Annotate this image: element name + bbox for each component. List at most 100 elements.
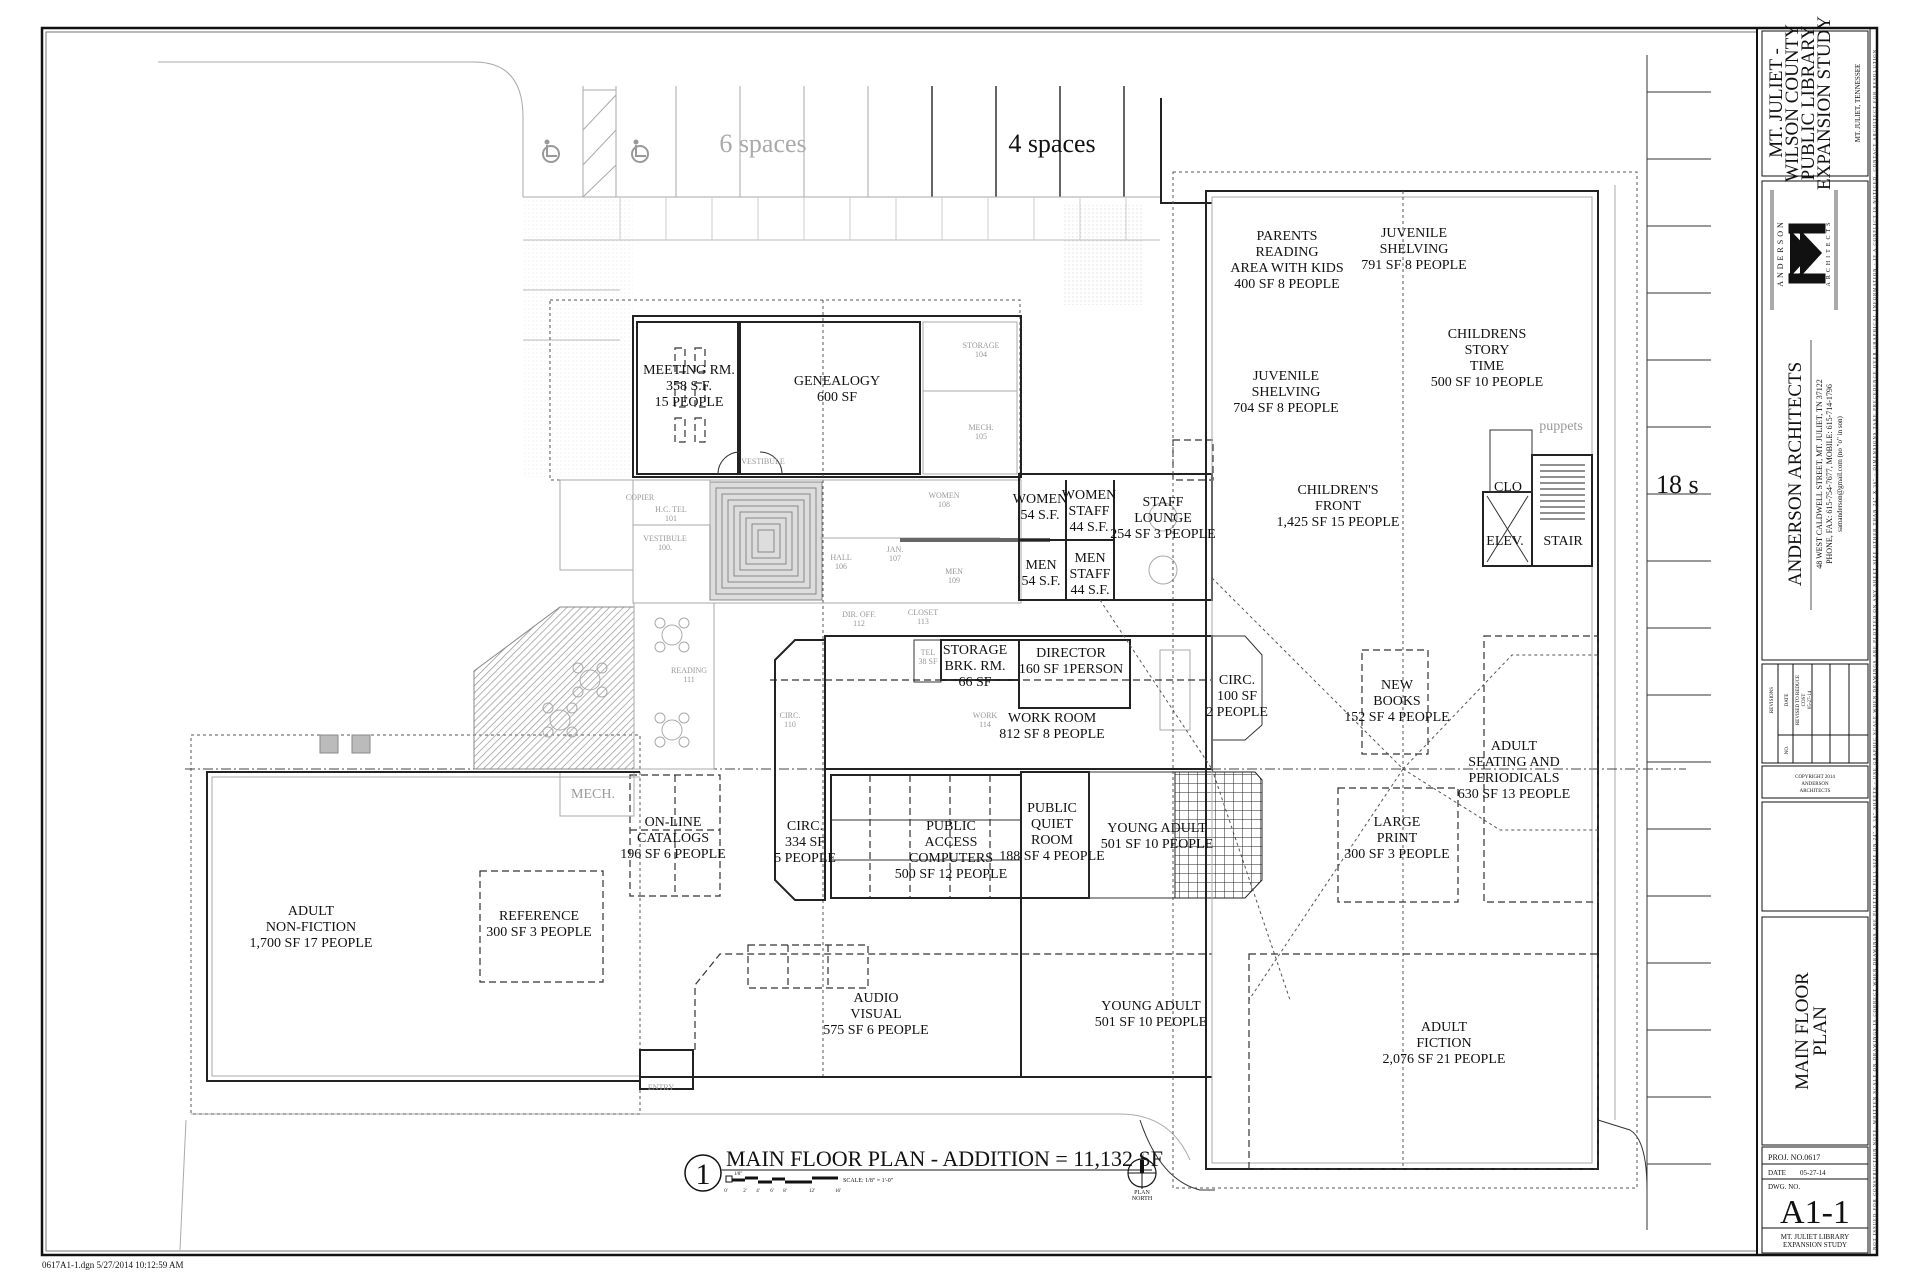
plot-stamp: 0617A1-1.dgn 5/27/2014 10:12:59 AM [42,1260,184,1270]
room-label-circ-100: CIRC.100 SF2 PEOPLE [1206,673,1268,720]
north-block [549,299,1022,1077]
title-block: MT. JULIET - WILSON COUNTY PUBLIC LIBRAR… [1761,16,1878,1255]
room-label-line: 196 SF 6 PEOPLE [620,847,725,862]
room-label-dir-off-112: DIR. OFF.112 [842,610,876,628]
copyright-line: ANDERSON [1801,782,1829,787]
room-label-line: NON-FICTION [266,920,356,935]
sheet-title-line: MAIN FLOOR [1792,972,1813,1090]
room-label-line: 100. [658,543,672,552]
firm-phone: PHONE, FAX: 615-754-7677, MOBILE: 615-71… [1825,384,1834,564]
room-label-line: STAFF [1143,495,1184,510]
scale-tick-label: 4' [756,1189,760,1194]
room-label-line: CIRC. [780,711,801,720]
date-label: DATE [1768,1169,1786,1177]
copyright-line: ARCHITECTS [1800,789,1831,794]
room-label-line: STORAGE [963,341,1000,350]
date-value: 05-27-14 [1800,1169,1826,1177]
room-label-line: 1,700 SF 17 PEOPLE [250,936,373,951]
room-label-line: VESTIBULE [643,534,687,543]
room-label-line: BOOKS [1373,694,1420,709]
room-label-line: 5 PEOPLE [774,851,836,866]
room-label-line: LARGE [1374,815,1421,830]
project-title-line: WILSON COUNTY [1782,24,1803,182]
room-label-line: AUDIO [853,991,898,1006]
sheet-title-line: PLAN [1810,1006,1831,1056]
room-label-line: puppets [1539,419,1583,434]
svg-text:DATE: DATE [1785,694,1790,707]
room-label-line: 54 S.F. [1021,508,1060,523]
room-label-line: WORK ROOM [1008,711,1097,726]
room-label-line: NEW [1381,678,1414,693]
room-label-line: 106 [835,562,847,571]
revisions-table: REVISIONS DATE NO. REVISED TO REDUCE COS… [1761,663,1869,764]
room-label-mech: MECH. [571,787,615,802]
room-label-line: MEN [1025,558,1056,573]
firm-address: 48 WEST CALDWELL STREET, MT. JULIET, TN … [1815,379,1824,568]
right-spaces-label: 18 s [1656,470,1699,499]
room-label-line: JAN. [887,545,904,554]
north-letter: N [1140,1154,1144,1159]
room-label-line: 44 S.F. [1071,583,1110,598]
drawing-number-value: A1-1 [1780,1194,1850,1231]
room-label-line: 110 [784,720,796,729]
room-label-line: 109 [948,576,960,585]
scale-tick-label: 8' [783,1189,787,1194]
graphic-scale-bar: 1/8" 0'2'4'6'8'12'16' [724,1172,841,1194]
room-label-line: 66 SF [958,675,991,690]
room-label-line: BRK. RM. [944,659,1005,674]
room-label-mech-105: MECH.105 [968,423,993,441]
room-label-line: 112 [853,619,865,628]
adult-wing [206,734,1212,1090]
svg-text:REVISIONS: REVISIONS [1770,687,1775,713]
firm-name: ANDERSON ARCHITECTS [1785,362,1806,586]
room-label-line: STORY [1465,343,1510,358]
room-label-line: CIRC. [1219,673,1255,688]
room-label-line: 15 PEOPLE [655,395,724,410]
room-label-line: 44 S.F. [1070,520,1109,535]
room-label-meeting-room: MEETING RM.358 S.F.15 PEOPLE [643,363,735,410]
room-label-line: ELEV. [1486,534,1523,549]
parking-lot-top: 6 spaces 4 spaces [158,61,1212,477]
room-label-line: 101 [665,514,677,523]
work-area [770,635,1263,901]
room-label-line: 114 [979,720,991,729]
site-boundary [190,734,641,1115]
six-spaces-label: 6 spaces [719,129,806,158]
room-label-line: 254 SF 3 PEOPLE [1110,527,1215,542]
room-label-line: ROOM [1031,833,1074,848]
scale-tick-label: 16' [835,1189,841,1194]
copyright-line: COPYRIGHT 2014 [1795,775,1835,780]
room-label-line: 600 SF [817,390,857,405]
room-label-line: ON-LINE [645,815,702,830]
svg-text:NO.: NO. [1785,746,1790,754]
svg-text:COST: COST [1802,694,1807,707]
room-label-line: 501 SF 10 PEOPLE [1101,837,1213,852]
room-label-line: DIR. OFF. [842,610,876,619]
room-label-line: MECH. [968,423,993,432]
room-label-line: DIRECTOR [1036,646,1106,661]
scale-unit: 1/8" [734,1172,742,1177]
room-label-line: JUVENILE [1253,369,1319,384]
scale-label: SCALE: 1/8" = 1'-0" [843,1178,894,1184]
firm-email: samanderson@gmail.com (no "o" in son) [1836,415,1844,531]
room-label-line: 500 SF 10 PEOPLE [1431,375,1543,390]
room-label-line: STAIR [1543,534,1583,549]
room-label-line: 704 SF 8 PEOPLE [1233,401,1338,416]
room-label-line: ADULT [1491,739,1538,754]
project-title-line: EXPANSION STUDY [1814,16,1835,190]
room-label-line: FICTION [1416,1036,1471,1051]
